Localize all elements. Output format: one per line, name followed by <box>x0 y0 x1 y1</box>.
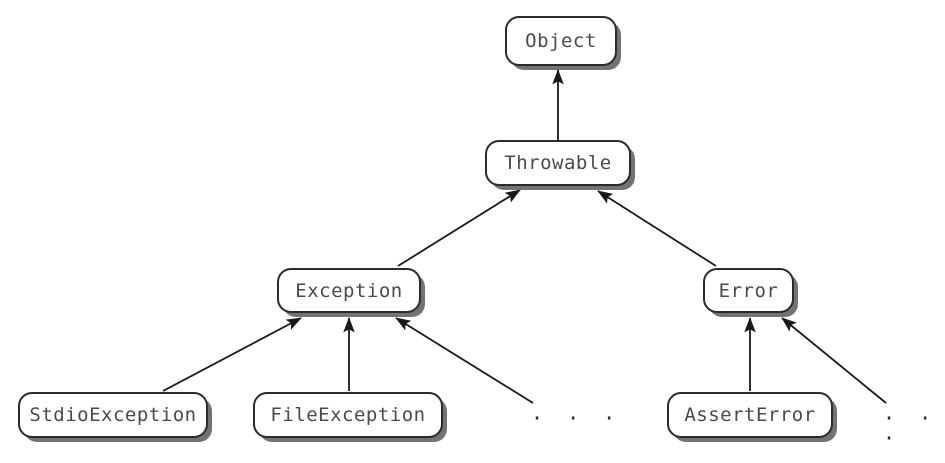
node-object[interactable]: Object <box>505 16 617 66</box>
edge-more-to-error <box>781 317 887 404</box>
node-asserterror-label: AssertError <box>684 404 816 426</box>
node-stdioexception[interactable]: StdioException <box>18 392 208 438</box>
node-fileexception[interactable]: FileException <box>253 392 443 438</box>
node-exception[interactable]: Exception <box>277 268 421 313</box>
edge-stdioexception-to-exception <box>162 317 302 392</box>
node-object-label: Object <box>525 30 597 52</box>
edge-more-to-exception <box>395 317 534 404</box>
node-error-label: Error <box>718 279 779 302</box>
node-throwable-label: Throwable <box>504 152 612 174</box>
edge-exception-to-throwable <box>397 189 521 267</box>
node-stdioexception-label: StdioException <box>29 404 197 426</box>
ellipsis-exception-more: · · · <box>531 406 622 430</box>
edge-error-to-throwable <box>597 190 717 267</box>
node-error[interactable]: Error <box>703 268 794 313</box>
node-fileexception-label: FileException <box>270 404 426 426</box>
ellipsis-error-more: · · · <box>883 406 938 450</box>
node-exception-label: Exception <box>295 279 403 302</box>
node-asserterror[interactable]: AssertError <box>667 392 833 438</box>
node-throwable[interactable]: Throwable <box>485 140 631 186</box>
